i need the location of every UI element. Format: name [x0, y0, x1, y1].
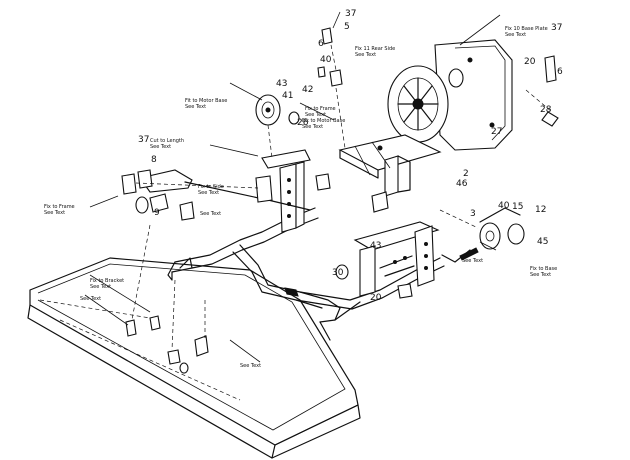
callout-note-line: Fix to Bracket: [90, 278, 124, 284]
part-number: 41: [282, 91, 293, 101]
part-number: 43: [276, 79, 287, 89]
part-number: 3: [470, 209, 476, 219]
callout-note-line: See Text: [355, 52, 376, 58]
callout-note-line: See Text: [198, 190, 219, 196]
callout-note-line: Fix to Side: [198, 184, 224, 190]
callout-note-line: See Text: [505, 32, 526, 38]
callout-note-line: See Text: [150, 144, 171, 150]
part-number: 40: [320, 55, 332, 65]
callout-note-line: Fix to Base: [530, 266, 557, 272]
part-number: 46: [456, 179, 468, 189]
callout-note-line: See Text: [302, 124, 323, 130]
callout-note-line: See Text: [44, 210, 65, 216]
part-number: 27: [491, 127, 502, 137]
part-number: 40: [498, 201, 510, 211]
top-screws: [317, 27, 346, 149]
motor-mounting-plate: [338, 134, 442, 213]
callout-note-line: See Text: [185, 104, 206, 110]
callout-note-line: See Text: [530, 272, 551, 278]
part-number: 45: [537, 237, 548, 247]
part-number: 43: [370, 241, 381, 251]
part-number: 30: [332, 268, 344, 278]
left-bracket-assembly: [121, 149, 331, 331]
callout-note-line: Fix to Frame: [44, 204, 75, 210]
part-number: 12: [535, 205, 546, 215]
part-number: 15: [512, 202, 523, 212]
part-number: 8: [151, 155, 157, 165]
callout-note-line: See Text: [80, 296, 101, 302]
part-number: 5: [344, 22, 350, 32]
callout-note-line: See Text: [462, 258, 483, 264]
callout-note-line: Fix 11 Rear Side: [355, 46, 395, 52]
callout-note: See Text: [200, 211, 221, 217]
upper-left-pulley: [255, 94, 300, 159]
callout-note-line: Cut to Length: [150, 138, 184, 144]
part-number: 42: [302, 85, 313, 95]
callout-note: See Text: [462, 258, 483, 264]
part-number: 9: [154, 208, 160, 218]
main-frame: [167, 207, 445, 341]
part-number: 6: [557, 67, 563, 77]
callout-note: See Text: [80, 296, 101, 302]
callout-note-line: Fix to Frame: [305, 106, 336, 112]
part-number: 20: [524, 57, 536, 67]
tray-fasteners: [125, 279, 209, 374]
part-number: 37: [138, 135, 149, 145]
callout-note-line: Fix to Motor Base: [302, 118, 345, 124]
base-tray: [27, 257, 361, 459]
leader-lines: [84, 11, 501, 363]
callout-note-line: See Text: [305, 112, 326, 118]
part-number: 37: [345, 9, 356, 19]
part-number: 2: [463, 169, 469, 179]
part-number: 37: [551, 23, 562, 33]
callout-note-line: Fix 10 Base Plate: [505, 26, 548, 32]
callout-note-line: See Text: [90, 284, 111, 290]
callout-note-line: See Text: [240, 363, 261, 369]
part-number: 6: [318, 39, 324, 49]
callout-note-line: See Text: [200, 211, 221, 217]
motor-assembly: [387, 39, 559, 151]
right-side-bracket: [335, 221, 440, 299]
right-belt-pulley: [439, 207, 525, 263]
part-number: 26: [297, 118, 309, 128]
part-number: 20: [370, 293, 382, 303]
part-number: 28: [540, 105, 552, 115]
callout-note-line: Fit to Motor Base: [185, 98, 227, 104]
callout-note: See Text: [240, 363, 261, 369]
